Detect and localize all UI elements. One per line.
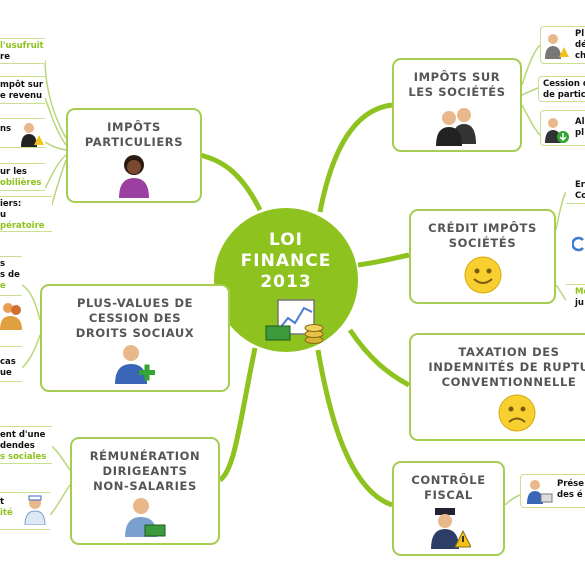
node-title-line2: SOCIÉTÉS [448, 236, 517, 250]
leaf-line: s de [0, 270, 20, 280]
leaf-line: dé [575, 40, 585, 50]
leaf-left-4[interactable]: ur les obilières [0, 163, 45, 191]
person-download-icon [545, 118, 569, 143]
leaf-line: ch [575, 51, 585, 61]
node-title-line2: FISCAL [424, 488, 473, 502]
node-controle-fiscal[interactable]: CONTRÔLE FISCAL [392, 461, 505, 556]
refresh-icon [572, 236, 584, 252]
node-title-line1: IMPÔTS SUR [413, 70, 501, 84]
leaf-line: l'usufruit [0, 41, 44, 51]
leaf-left-8[interactable]: ent d'une dendes s sociales [0, 426, 52, 464]
node-title-line2: CESSION DES [88, 311, 182, 325]
smiley-happy-icon [464, 256, 501, 294]
node-title-line2: PARTICULIERS [84, 135, 184, 149]
node-title-line1: CRÉDIT IMPÔTS [428, 221, 537, 235]
leaf-right-1[interactable]: Pl dé ch [540, 26, 585, 64]
node-title-line2: INDEMNITÉS DE RUPTU [428, 360, 585, 374]
central-topic[interactable]: LOI FINANCE 2013 [214, 208, 358, 352]
leaf-line: ent d'une [0, 430, 46, 440]
leaf-left-2[interactable]: mpôt sur e revenu [0, 76, 45, 104]
node-title-line1: IMPÔTS [107, 120, 161, 134]
node-impots-societes[interactable]: IMPÔTS SUR LES SOCIÉTÉS [392, 58, 522, 152]
leaf-line: pératoire [0, 221, 45, 231]
leaf-line: re [0, 52, 10, 62]
leaf-line: e revenu [0, 91, 43, 101]
node-title-line2: DIRIGEANTS [102, 464, 188, 478]
leaf-left-5[interactable]: iers: u pératoire [0, 196, 52, 232]
leaf-line: mpôt sur [0, 80, 44, 90]
woman-icon [119, 155, 149, 198]
leaf-line: Al [575, 117, 585, 127]
node-title-line1: TAXATION DES [458, 345, 560, 359]
leaf-right-2[interactable]: Cession d de partic [538, 76, 585, 102]
leaf-line: pl [575, 128, 584, 138]
node-title-line1: CONTRÔLE [411, 473, 486, 487]
smiley-sad-icon [498, 394, 536, 432]
leaf-line: ité [0, 508, 13, 518]
leaf-line: ue [0, 368, 12, 378]
leaf-right-5[interactable]: Mo ju [566, 284, 585, 312]
leaf-line: iers: [0, 199, 22, 209]
finance-chart-icon [265, 299, 324, 344]
leaf-line: Co [575, 191, 585, 201]
add-person-icon [115, 345, 155, 384]
leaf-line: s sociales [0, 452, 47, 462]
group-icon [0, 303, 22, 330]
leaf-line: ju [575, 298, 584, 308]
police-warning-icon [430, 508, 471, 549]
node-title-line3: NON-SALARIES [93, 479, 197, 493]
leaf-left-7[interactable]: cas ue [0, 346, 22, 382]
business-people-icon [436, 108, 476, 146]
node-title-line1: PLUS-VALUES DE [76, 296, 194, 310]
leaf-line: des é [557, 490, 583, 500]
presentation-icon [527, 480, 553, 504]
person-money-icon [125, 498, 166, 537]
leaf-line: e [0, 281, 6, 291]
leaf-line: cas [0, 357, 16, 367]
leaf-left-3[interactable]: ns [0, 118, 45, 148]
node-title-line3: CONVENTIONNELLE [441, 375, 577, 389]
center-line2: FINANCE [240, 251, 332, 271]
center-line1: LOI [268, 230, 303, 250]
leaf-line: Cession d [543, 79, 585, 89]
node-plus-values[interactable]: PLUS-VALUES DE CESSION DES DROITS SOCIAU… [40, 284, 230, 392]
leaf-line: Pl [575, 29, 585, 39]
person-warning-icon [545, 34, 569, 59]
leaf-line: dendes [0, 441, 35, 451]
leaf-left-6[interactable]: s s de e [0, 256, 22, 296]
node-title-line1: RÉMUNÉRATION [89, 449, 201, 463]
person-warning-icon [21, 123, 44, 147]
node-impots-particuliers[interactable]: IMPÔTS PARTICULIERS [66, 108, 202, 203]
node-remuneration[interactable]: RÉMUNÉRATION DIRIGEANTS NON-SALARIES [70, 437, 220, 545]
node-title-line2: LES SOCIÉTÉS [408, 85, 506, 99]
doctor-icon [24, 495, 46, 525]
leaf-line: s [0, 259, 6, 269]
leaf-line: u [0, 210, 7, 220]
leaf-right-4[interactable]: Er Co [566, 178, 585, 204]
leaf-line: Er [575, 180, 585, 190]
leaf-line: ur les [0, 167, 27, 177]
leaf-line: Mo [575, 287, 585, 297]
node-taxation[interactable]: TAXATION DES INDEMNITÉS DE RUPTU CONVENT… [409, 333, 585, 441]
leaf-left-9[interactable]: t ité [0, 492, 50, 530]
leaf-line: de partic [543, 90, 585, 100]
leaf-left-1[interactable]: l'usufruit re [0, 38, 45, 64]
center-line3: 2013 [260, 272, 312, 292]
node-title-line3: DROITS SOCIAUX [75, 326, 195, 340]
leaf-line: t [0, 497, 5, 507]
leaf-line: Prése [557, 479, 585, 489]
leaf-line: ns [0, 124, 12, 134]
node-credit-impots[interactable]: CRÉDIT IMPÔTS SOCIÉTÉS [409, 209, 556, 304]
leaf-right-3[interactable]: Al pl [540, 110, 585, 146]
leaf-right-6[interactable]: Prése des é [520, 474, 585, 508]
leaf-line: obilières [0, 178, 42, 188]
